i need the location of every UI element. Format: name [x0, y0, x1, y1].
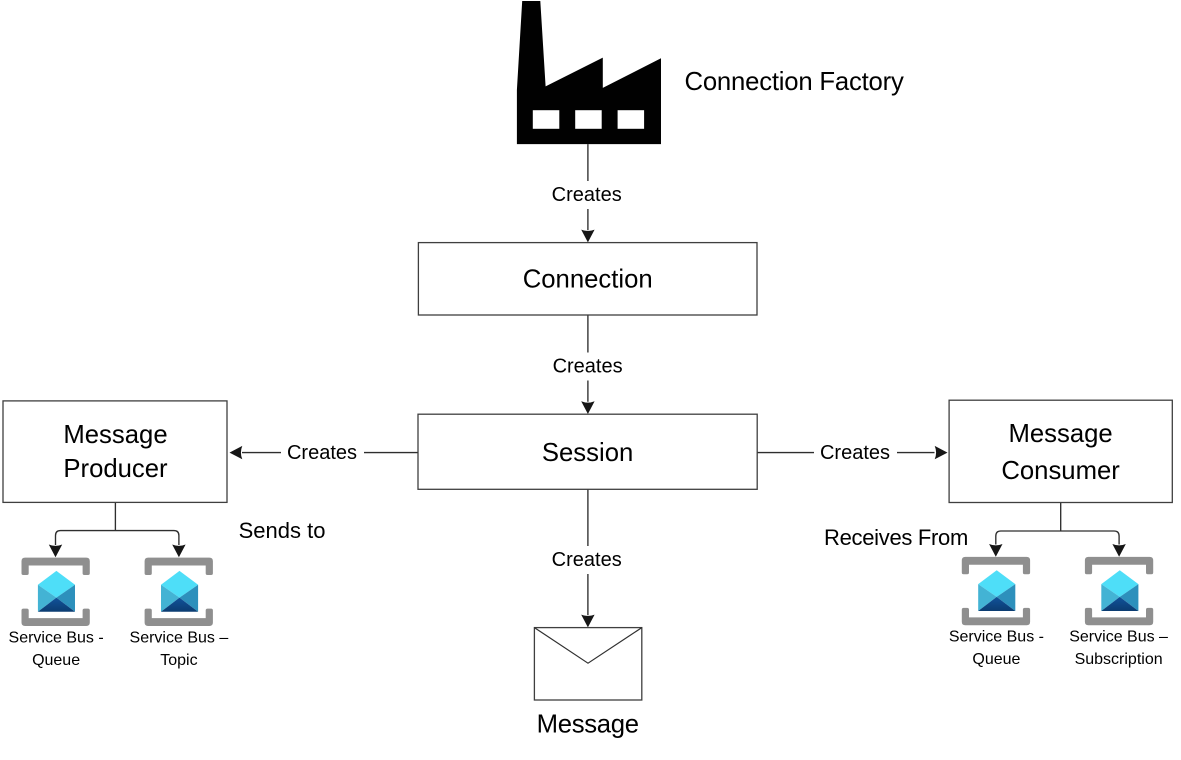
- svg-text:Creates: Creates: [820, 442, 890, 464]
- svg-text:Producer: Producer: [63, 455, 168, 483]
- svg-text:Topic: Topic: [160, 652, 197, 669]
- svg-text:Connection Factory: Connection Factory: [685, 68, 904, 96]
- svg-text:Service Bus -: Service Bus -: [949, 628, 1044, 645]
- svg-text:Message: Message: [1008, 420, 1112, 448]
- svg-text:Service Bus –: Service Bus –: [1069, 628, 1168, 645]
- svg-text:Consumer: Consumer: [1001, 457, 1120, 485]
- svg-text:Creates: Creates: [552, 549, 622, 571]
- svg-text:Queue: Queue: [972, 651, 1020, 668]
- svg-text:Queue: Queue: [32, 652, 80, 669]
- svg-text:Creates: Creates: [553, 356, 623, 378]
- svg-text:Message: Message: [537, 711, 639, 739]
- svg-text:Service Bus -: Service Bus -: [9, 629, 104, 646]
- svg-text:Creates: Creates: [287, 442, 357, 464]
- svg-text:Session: Session: [542, 439, 633, 467]
- svg-text:Subscription: Subscription: [1075, 651, 1163, 668]
- svg-text:Message: Message: [63, 421, 167, 449]
- svg-text:Service Bus –: Service Bus –: [130, 629, 229, 646]
- svg-text:Sends to: Sends to: [239, 518, 326, 543]
- svg-text:Creates: Creates: [552, 184, 622, 206]
- svg-text:Receives From: Receives From: [824, 525, 968, 550]
- svg-text:Connection: Connection: [523, 265, 653, 293]
